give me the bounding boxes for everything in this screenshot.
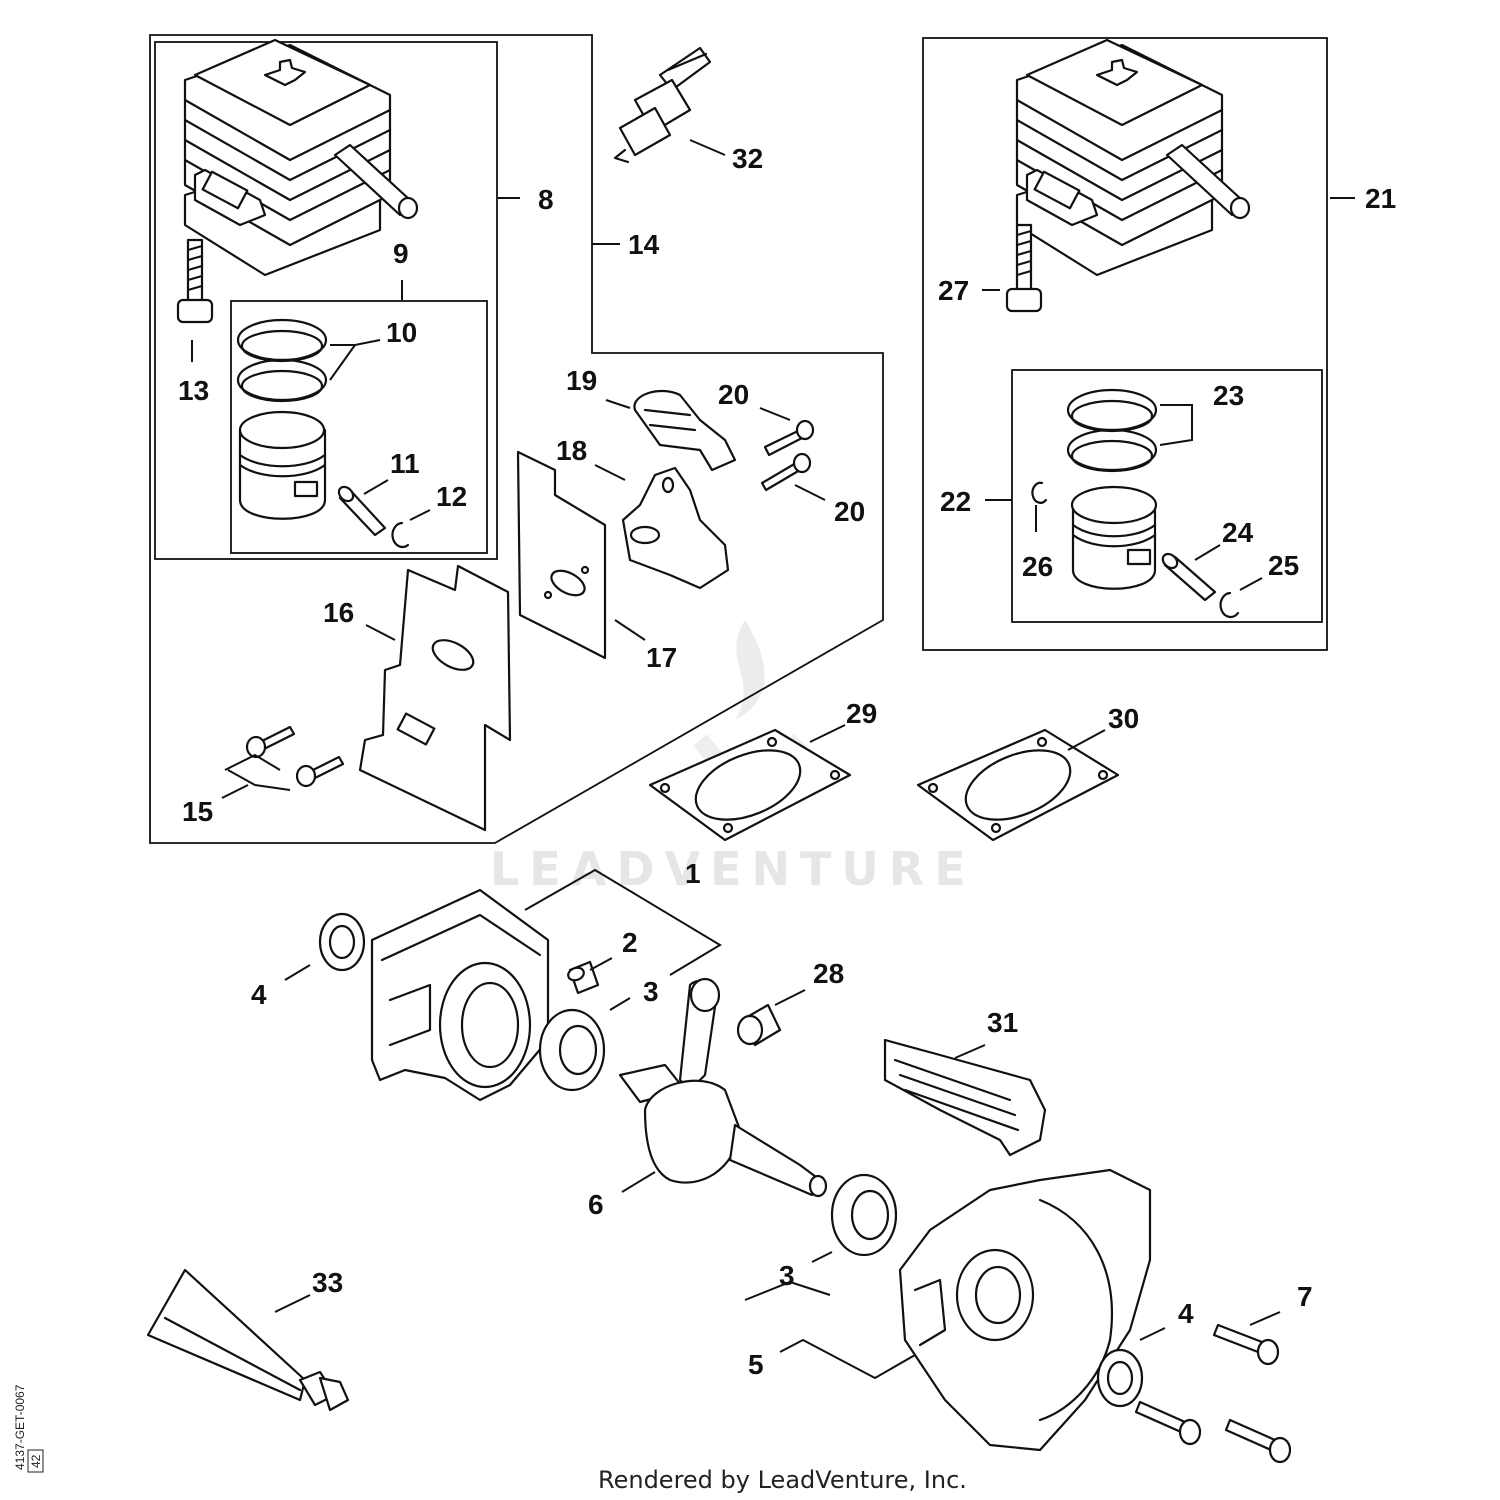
spark-plug-32 bbox=[613, 46, 712, 164]
crankcase-right bbox=[898, 1168, 1152, 1452]
callout-20-bottom: 20 bbox=[834, 496, 865, 527]
drawing-rev: 42 bbox=[29, 1454, 43, 1468]
drawing-reference: 4137-GET-0067 42 bbox=[13, 1384, 44, 1473]
sealant-tube-33 bbox=[146, 1268, 350, 1412]
callout-16: 16 bbox=[323, 597, 354, 628]
needle-cage-28 bbox=[736, 1003, 782, 1047]
piston-rings-right bbox=[1066, 388, 1158, 473]
callout-13: 13 bbox=[178, 375, 209, 406]
callout-19: 19 bbox=[566, 365, 597, 396]
callout-25: 25 bbox=[1268, 550, 1299, 581]
crankshaft-6 bbox=[618, 977, 828, 1198]
callout-23: 23 bbox=[1213, 380, 1244, 411]
piston-rings-left bbox=[236, 318, 328, 403]
kit-frame-9 bbox=[230, 300, 488, 554]
callout-22: 22 bbox=[940, 486, 971, 517]
drawing-ref-code: 4137-GET-0067 bbox=[13, 1384, 27, 1470]
oil-seal-4-left bbox=[318, 912, 366, 972]
oil-seal-4-right bbox=[1096, 1348, 1144, 1408]
ball-bearing-3-lower bbox=[830, 1173, 898, 1257]
ball-bearing-3-upper bbox=[538, 1008, 606, 1092]
callout-24: 24 bbox=[1222, 517, 1254, 548]
ignition-module-19 bbox=[633, 390, 737, 472]
callout-4-left: 4 bbox=[251, 979, 267, 1010]
dowel-pin-2 bbox=[567, 960, 600, 995]
callout-31: 31 bbox=[987, 1007, 1018, 1038]
callout-29: 29 bbox=[846, 698, 877, 729]
callout-15: 15 bbox=[182, 796, 213, 827]
crankcase-left bbox=[370, 888, 550, 1102]
gasket-17 bbox=[516, 450, 607, 660]
callout-8: 8 bbox=[538, 184, 554, 215]
callout-3-upper: 3 bbox=[643, 976, 659, 1007]
kit-frame-22 bbox=[1011, 369, 1323, 623]
kit-frame-21 bbox=[922, 37, 1328, 651]
screw-15-bottom bbox=[295, 755, 345, 788]
piston-pin-11 bbox=[337, 485, 387, 537]
piston-pin-24 bbox=[1161, 552, 1217, 602]
callout-4-right: 4 bbox=[1178, 1298, 1194, 1329]
callout-18: 18 bbox=[556, 435, 587, 466]
piston-right bbox=[1070, 485, 1158, 590]
leader-lines bbox=[191, 139, 1355, 1380]
circlip-25 bbox=[1219, 591, 1240, 619]
intake-manifold-18 bbox=[621, 466, 730, 590]
screw-7-b bbox=[1134, 1400, 1202, 1446]
callout-33: 33 bbox=[312, 1267, 343, 1298]
callout-17: 17 bbox=[646, 642, 677, 673]
screw-20-bottom bbox=[760, 452, 812, 492]
callout-9: 9 bbox=[393, 238, 409, 269]
callout-labels: 8 14 21 9 10 13 11 12 16 18 19 20 20 17 … bbox=[178, 143, 1396, 1380]
heat-shield-16 bbox=[358, 564, 512, 832]
callout-11: 11 bbox=[390, 448, 420, 479]
callout-6: 6 bbox=[588, 1189, 604, 1220]
callout-32: 32 bbox=[732, 143, 763, 174]
callout-5: 5 bbox=[748, 1349, 764, 1380]
cylinder-gasket-29 bbox=[648, 728, 852, 842]
callout-3-lower: 3 bbox=[779, 1260, 795, 1291]
kit-frame-14 bbox=[149, 34, 884, 844]
callout-28: 28 bbox=[813, 958, 844, 989]
callout-2: 2 bbox=[622, 927, 638, 958]
cylinder-gasket-30 bbox=[916, 728, 1120, 842]
watermark-text: LEADVENTURE bbox=[490, 842, 976, 896]
piston-left bbox=[238, 410, 327, 520]
callout-7: 7 bbox=[1297, 1281, 1313, 1312]
callout-10: 10 bbox=[386, 317, 417, 348]
callout-30: 30 bbox=[1108, 703, 1139, 734]
screw-20-top bbox=[763, 419, 815, 457]
kit-frame-8 bbox=[154, 41, 498, 560]
screw-7-a bbox=[1212, 1323, 1280, 1366]
circlip-12 bbox=[391, 521, 410, 549]
screw-7-c bbox=[1224, 1418, 1292, 1464]
callout-27: 27 bbox=[938, 275, 969, 306]
cylinder-left bbox=[183, 38, 419, 277]
callout-26: 26 bbox=[1022, 551, 1053, 582]
screw-15-top bbox=[245, 725, 296, 759]
callout-14: 14 bbox=[628, 229, 660, 260]
footer-credit: Rendered by LeadVenture, Inc. bbox=[598, 1466, 967, 1494]
callout-20-top: 20 bbox=[718, 379, 749, 410]
reed-plate-31 bbox=[883, 1038, 1047, 1157]
cylinder-right bbox=[1015, 38, 1251, 277]
callout-21: 21 bbox=[1365, 183, 1396, 214]
callout-1: 1 bbox=[685, 858, 701, 889]
callout-12: 12 bbox=[436, 481, 467, 512]
cylinder-screw-13 bbox=[176, 238, 214, 324]
cylinder-screw-27 bbox=[1005, 223, 1043, 313]
circlip-26 bbox=[1031, 481, 1048, 504]
